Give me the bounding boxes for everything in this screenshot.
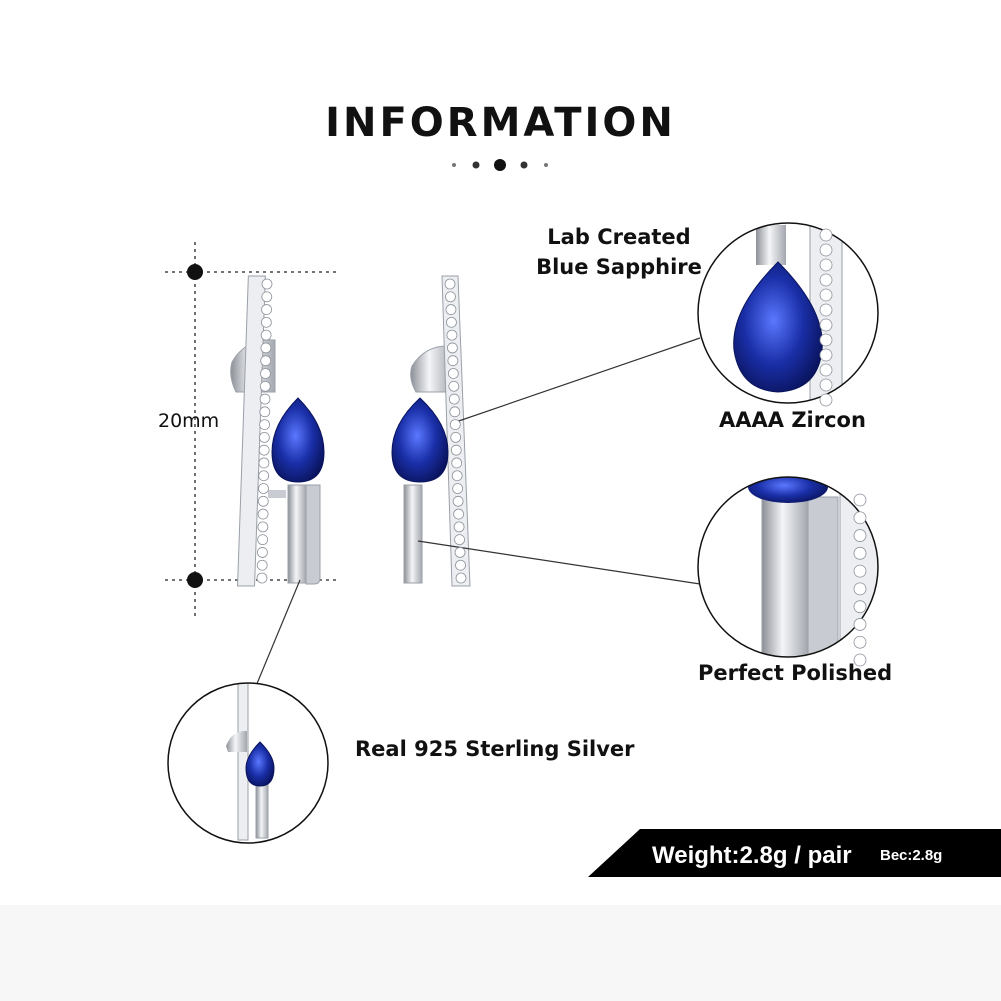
pave-stone bbox=[819, 378, 833, 392]
pave-stone bbox=[258, 470, 270, 482]
pave-stone bbox=[449, 406, 461, 418]
pave-stone bbox=[258, 444, 270, 456]
pave-stone bbox=[819, 288, 833, 302]
pave-stone bbox=[261, 278, 273, 290]
pave-stone bbox=[452, 495, 464, 507]
pave-stone bbox=[446, 329, 458, 341]
pave-stone bbox=[258, 483, 269, 494]
pave-stone bbox=[819, 363, 833, 377]
pave-stone bbox=[258, 457, 270, 469]
dimension-label: 20mm bbox=[158, 410, 220, 432]
pave-stone bbox=[853, 511, 867, 525]
pave-stone bbox=[447, 355, 459, 367]
dimension-marker bbox=[165, 242, 340, 620]
pave-stone bbox=[256, 572, 268, 584]
pave-stone bbox=[445, 291, 456, 303]
pave-stone bbox=[853, 529, 867, 542]
pave-stone bbox=[447, 368, 459, 379]
pave-stone bbox=[853, 635, 867, 649]
pave-stone bbox=[260, 329, 272, 341]
zoom-circle-polished bbox=[697, 476, 879, 658]
pave-stone bbox=[259, 406, 271, 418]
pointer-line bbox=[417, 540, 701, 585]
pave-stone bbox=[260, 316, 272, 328]
pave-stone bbox=[260, 355, 272, 367]
sapphire-label-line2: Blue Sapphire bbox=[536, 255, 702, 279]
pave-stone bbox=[259, 393, 271, 405]
pave-stone bbox=[444, 278, 456, 290]
earring-left bbox=[230, 275, 325, 587]
pave-stone bbox=[446, 316, 457, 328]
weight-text-ru: Вес:2.8g bbox=[880, 847, 943, 864]
pave-stone bbox=[257, 508, 269, 520]
pave-stone bbox=[451, 457, 463, 469]
polished-label: Perfect Polished bbox=[698, 661, 893, 685]
pave-stone bbox=[819, 243, 833, 257]
pave-stone bbox=[819, 333, 833, 347]
zircon-label: AAAA Zircon bbox=[719, 408, 866, 432]
pave-stone bbox=[853, 653, 867, 667]
earring-right bbox=[391, 275, 471, 587]
pave-stone bbox=[819, 348, 833, 362]
pave-stone bbox=[259, 380, 271, 392]
decorative-dots bbox=[452, 159, 548, 171]
pave-stone bbox=[819, 258, 833, 272]
pave-stone bbox=[448, 380, 460, 392]
pave-stone bbox=[259, 419, 271, 431]
pave-stone bbox=[853, 493, 867, 507]
pave-stone bbox=[449, 419, 461, 431]
pave-stone bbox=[819, 303, 833, 317]
pave-stone bbox=[258, 431, 270, 443]
pave-stone bbox=[452, 483, 464, 494]
pave-stone bbox=[257, 495, 269, 507]
pointer-line bbox=[449, 337, 701, 425]
pave-stone bbox=[257, 534, 269, 546]
weight-banner bbox=[588, 829, 1001, 877]
zoom-circle-sapphire bbox=[697, 222, 879, 404]
pave-stone bbox=[446, 342, 458, 354]
pave-stone bbox=[445, 304, 457, 315]
zoom-circle-silver bbox=[167, 682, 329, 844]
pointer-line bbox=[255, 579, 301, 687]
pave-stone bbox=[853, 582, 867, 596]
pave-stone bbox=[819, 318, 833, 332]
pave-stone bbox=[261, 291, 273, 303]
pave-stone bbox=[450, 431, 462, 443]
page-title: INFORMATION bbox=[325, 100, 676, 146]
pave-stone bbox=[256, 559, 268, 571]
pave-stone bbox=[450, 444, 462, 456]
pave-stone bbox=[853, 618, 867, 631]
pave-stone bbox=[853, 564, 867, 578]
pave-stone bbox=[257, 521, 269, 533]
pave-stone bbox=[448, 393, 460, 405]
silver-label: Real 925 Sterling Silver bbox=[355, 737, 635, 761]
sapphire-label: Lab Created Blue Sapphire bbox=[534, 222, 704, 282]
pave-stone bbox=[451, 470, 463, 482]
weight-text: Weight:2.8g / pair bbox=[652, 842, 852, 869]
pave-stone bbox=[261, 304, 272, 315]
pave-stone bbox=[819, 228, 833, 242]
pave-stone bbox=[819, 273, 833, 287]
pave-stone bbox=[453, 508, 465, 520]
pave-stone bbox=[819, 393, 833, 407]
pave-stone bbox=[455, 559, 466, 571]
pave-stone bbox=[853, 600, 867, 614]
pave-stone bbox=[454, 534, 465, 546]
pave-stone bbox=[454, 547, 466, 558]
pave-stone bbox=[260, 368, 271, 379]
pave-stone bbox=[453, 521, 465, 533]
pave-stone bbox=[455, 572, 467, 584]
pave-stone bbox=[257, 547, 268, 558]
pave-stone bbox=[260, 342, 272, 354]
pave-stone bbox=[853, 546, 867, 560]
sapphire-label-line1: Lab Created bbox=[547, 225, 691, 249]
